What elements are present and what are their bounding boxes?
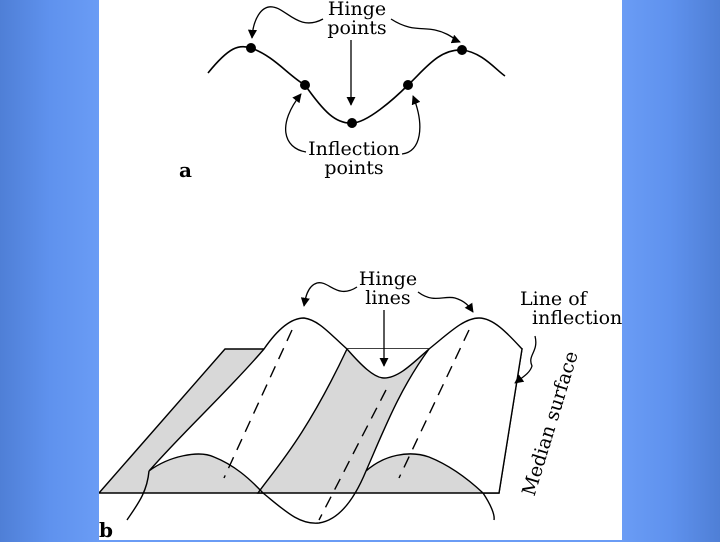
- inflection-points-label: Inflection points: [299, 140, 409, 178]
- antiform-right: [365, 317, 523, 494]
- hinge-points-label-line2: points: [327, 17, 387, 39]
- hinge-line: [318, 389, 387, 521]
- hinge-lines-label-line2: lines: [365, 287, 411, 309]
- hinge-line-arrow-left: [300, 282, 358, 307]
- inflection-point: [403, 80, 413, 90]
- inflection-point: [300, 80, 310, 90]
- inflection-points-label-line2: points: [324, 157, 384, 179]
- hinge-lines-label: Hinge lines: [348, 270, 428, 308]
- hinge-points-label-line1: Hinge: [327, 0, 387, 20]
- line-of-inflection-label-line1: Line of: [520, 288, 587, 310]
- hinge-line-arrow-right: [417, 291, 474, 313]
- front-profile-curve: [126, 470, 495, 524]
- hinge-lines-label-line1: Hinge: [358, 268, 418, 290]
- antiform-left: [148, 317, 348, 494]
- hinge-point: [246, 43, 256, 53]
- hinge-points-label: Hinge points: [317, 0, 397, 38]
- line-of-inflection-label: Line of inflection: [520, 290, 622, 328]
- slide-canvas: Hinge points Inflection points a Hinge l…: [99, 0, 622, 542]
- inflection-arrow-left: [285, 93, 307, 153]
- hinge-line: [398, 329, 470, 479]
- fold-diagram: [99, 6, 537, 524]
- inflection-points-label-line1: Inflection: [308, 138, 400, 160]
- hinge-point: [457, 45, 467, 55]
- panel-a-label: a: [179, 158, 192, 182]
- panel-b-label: b: [99, 518, 113, 542]
- fold-profile-curve: [207, 45, 506, 124]
- hinge-point: [347, 118, 357, 128]
- inflection-line-arrow: [514, 335, 537, 384]
- hinge-line: [223, 329, 293, 479]
- hinge-arrow-right: [390, 18, 461, 44]
- inflection-arrow-right: [401, 95, 421, 155]
- line-of-inflection-label-line2: inflection: [532, 307, 623, 329]
- hinge-arrow-left: [247, 6, 324, 39]
